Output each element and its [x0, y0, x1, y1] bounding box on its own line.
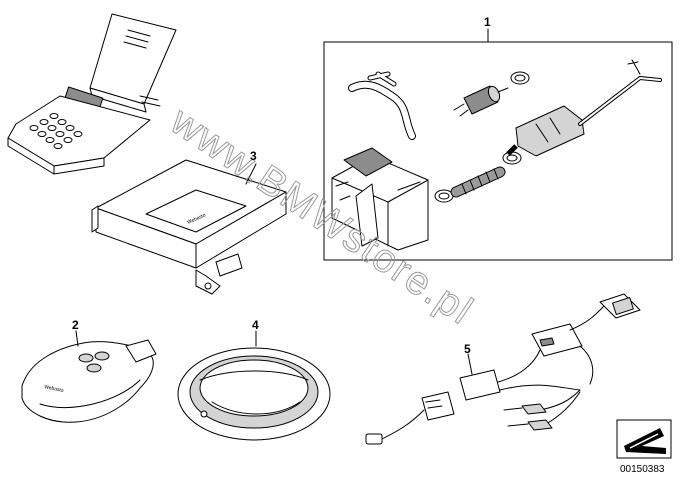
callout-part-3: 3: [250, 149, 257, 163]
flip-phone-illustration: [7, 13, 177, 175]
callout-part-2: 2: [72, 318, 79, 332]
next-page-arrow-icon[interactable]: [616, 419, 672, 459]
remote-control-illustration: Webasto: [21, 339, 157, 423]
callout-part-4: 4: [252, 318, 259, 332]
callout-part-5: 5: [464, 342, 471, 356]
phone-keypad: [29, 113, 83, 149]
callout-part-1: 1: [484, 15, 491, 29]
control-unit-illustration: Webasto: [91, 159, 287, 295]
oval-antenna-illustration: [177, 347, 331, 441]
document-number: 00150383: [620, 464, 665, 475]
part-1-kit-frame: [323, 41, 673, 261]
wiring-harness-illustration: [365, 293, 641, 445]
leader-line-3: [245, 163, 257, 185]
remote-brand-mark: Webasto: [44, 384, 65, 394]
leader-line-2: [75, 330, 79, 347]
leader-line-5: [467, 353, 473, 375]
part-1-kit-components: [331, 59, 662, 251]
